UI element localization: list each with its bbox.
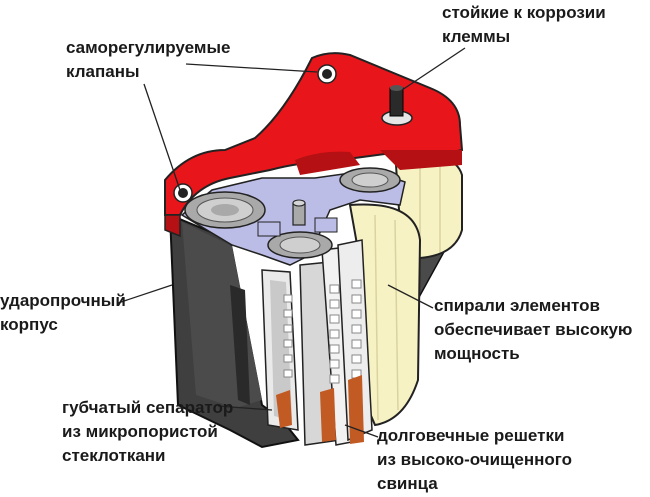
label-corrosion-resistant-terminals: стойкие к коррозии клеммы (442, 1, 606, 49)
valve-holes (173, 64, 337, 203)
label-line: саморегулируемые (66, 38, 231, 57)
lead-plates (276, 375, 364, 444)
label-line: корпус (0, 315, 58, 334)
label-line: спирали элементов (434, 296, 600, 315)
label-impact-resistant-case: ударопрочный корпус (0, 289, 126, 337)
label-line: стойкие к коррозии (442, 3, 606, 22)
leader-lines (117, 47, 466, 438)
lead-grid (283, 279, 362, 384)
label-line: клапаны (66, 62, 140, 81)
battery-lid (164, 52, 464, 238)
label-glass-mat-separator: губчатый сепаратор из микропористой стек… (62, 396, 233, 468)
terminal-post (381, 85, 413, 126)
label-line: обеспечивает высокую (434, 320, 633, 339)
label-line: клеммы (442, 27, 511, 46)
label-line: ударопрочный (0, 291, 126, 310)
label-self-regulating-valves: саморегулируемые клапаны (66, 36, 230, 84)
label-line: из микропористой (62, 422, 218, 441)
label-line: мощность (434, 344, 520, 363)
label-lead-grids: долговечные решетки из высоко-очищенного… (377, 424, 572, 496)
label-line: стеклоткани (62, 446, 166, 465)
spiral-cell-tops (180, 167, 406, 266)
label-line: губчатый сепаратор (62, 398, 234, 417)
label-line: долговечные решетки (377, 426, 565, 445)
label-line: из высоко-очищенного (377, 450, 573, 469)
label-spiral-cells: спирали элементов обеспечивает высокую м… (434, 294, 632, 366)
label-line: свинца (377, 474, 438, 493)
